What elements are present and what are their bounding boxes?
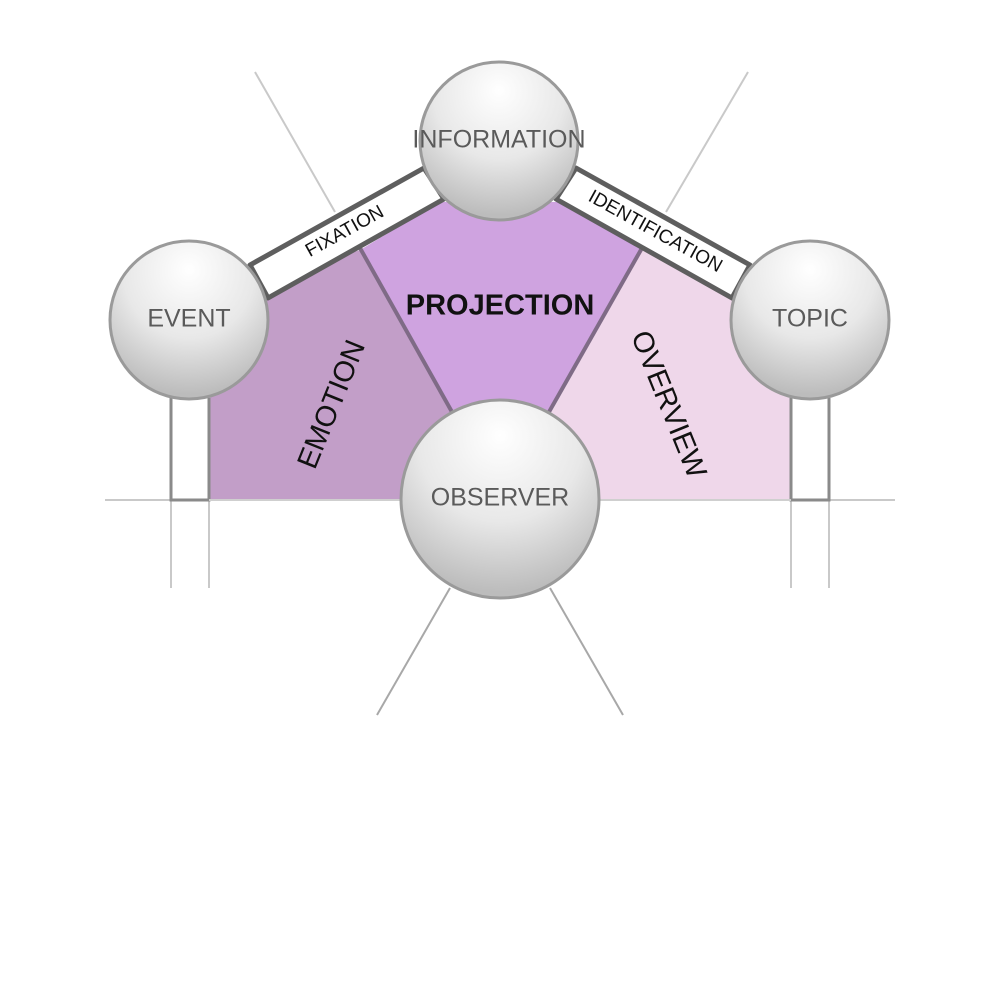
information-sphere	[418, 60, 580, 222]
region-projection	[360, 202, 642, 412]
guide-line-upper-right	[665, 71, 749, 213]
projection-label: PROJECTION	[406, 290, 595, 322]
guide-line-upper-left	[254, 71, 336, 213]
node-observer: OBSERVER	[399, 398, 601, 600]
divider-emotion-projection	[358, 247, 454, 413]
region-dividers	[358, 247, 644, 413]
guide-line-observer-right	[549, 587, 624, 716]
divider-projection-overview	[547, 247, 644, 413]
topic-sphere	[729, 239, 891, 401]
observer-sphere	[399, 398, 601, 600]
node-information: INFORMATION	[412, 60, 586, 222]
pedestals	[169, 398, 831, 502]
observer-label: OBSERVER	[431, 484, 569, 512]
information-label: INFORMATION	[412, 126, 585, 154]
event-pedestal	[169, 398, 211, 502]
topic-label: TOPIC	[772, 305, 848, 333]
node-topic: TOPIC	[729, 239, 891, 401]
node-event: EVENT	[108, 239, 270, 401]
topic-pedestal	[789, 398, 831, 502]
event-sphere	[108, 239, 270, 401]
guide-line-observer-left	[376, 587, 451, 716]
event-label: EVENT	[147, 305, 230, 333]
region-emotion	[209, 250, 455, 500]
